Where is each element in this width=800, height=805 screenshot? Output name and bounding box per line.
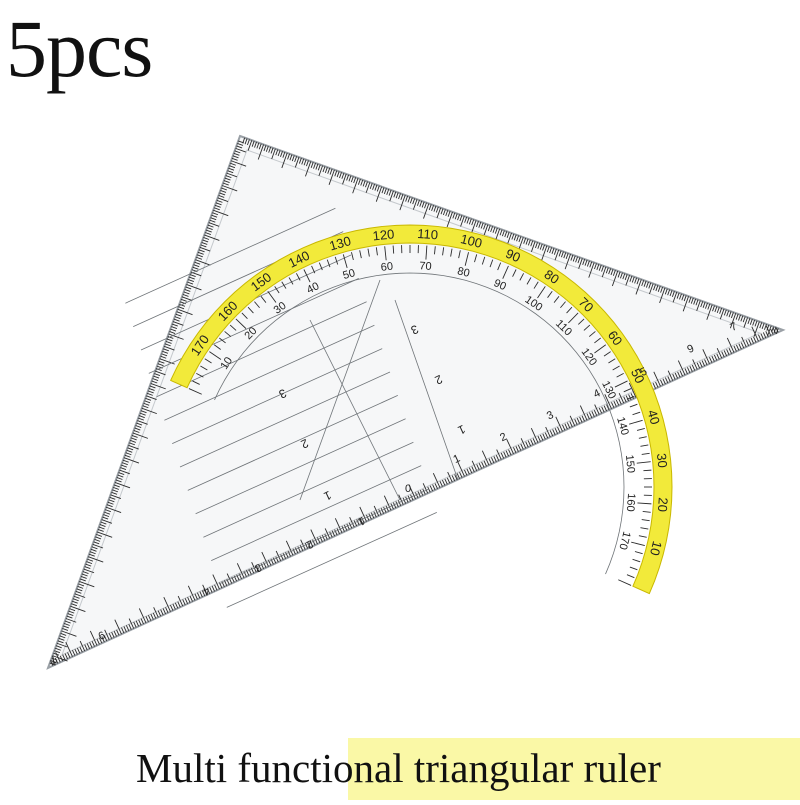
degree-tick	[629, 420, 642, 424]
protractor-outer-label: 30	[654, 453, 670, 469]
degree-tick	[630, 404, 638, 407]
protractor-inner-label: 150	[623, 454, 637, 474]
degree-tick	[643, 470, 651, 471]
protractor-outer-label: 120	[372, 226, 395, 243]
ruler-body	[48, 136, 783, 668]
caption-text: Multi functional triangular ruler	[136, 748, 796, 789]
degree-tick	[637, 462, 651, 463]
degree-tick	[393, 246, 394, 254]
degree-tick	[640, 528, 648, 529]
degree-tick	[633, 559, 641, 561]
center-zero-label: 0	[405, 483, 411, 495]
degree-tick	[643, 511, 651, 512]
degree-tick	[642, 453, 650, 454]
degree-tick	[639, 437, 647, 439]
degree-tick	[640, 445, 648, 446]
page-title: 5pcs	[6, 8, 152, 90]
degree-tick	[635, 551, 643, 553]
degree-tick	[633, 412, 641, 414]
degree-tick	[627, 575, 634, 578]
degree-tick	[630, 567, 638, 570]
protractor-inner-label: 140	[614, 416, 631, 437]
degree-tick	[618, 580, 631, 586]
degree-tick	[639, 536, 647, 538]
degree-tick	[637, 428, 645, 430]
degree-tick	[642, 520, 650, 521]
protractor-outer-label: 110	[417, 226, 439, 242]
degree-tick	[637, 503, 651, 504]
protractor-inner-label: 70	[419, 260, 432, 273]
protractor-inner-label: 160	[624, 493, 637, 512]
protractor-inner-label: 60	[380, 261, 393, 274]
degree-tick	[631, 542, 645, 545]
protractor-outer-label: 20	[655, 497, 671, 512]
